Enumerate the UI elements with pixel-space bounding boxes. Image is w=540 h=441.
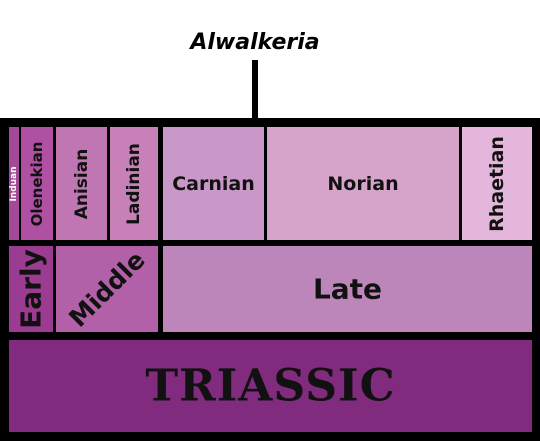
- age-rhaetian: Rhaetian: [462, 127, 532, 240]
- epoch-middle-label: Middle: [63, 246, 151, 332]
- age-carnian: Carnian: [163, 127, 264, 240]
- epoch-early: Early: [9, 246, 53, 332]
- period-triassic-label: TRIASSIC: [145, 360, 396, 412]
- age-induan: Induan: [9, 127, 19, 240]
- age-olenekian: Olenekian: [21, 127, 53, 240]
- age-anisian: Anisian: [56, 127, 107, 240]
- age-anisian-label: Anisian: [71, 148, 92, 219]
- epoch-early-label: Early: [14, 249, 48, 329]
- epoch-late-label: Late: [312, 272, 383, 306]
- taxon-marker-line: [252, 60, 258, 120]
- age-rhaetian-label: Rhaetian: [486, 135, 508, 232]
- age-ladinian-label: Ladinian: [124, 142, 144, 225]
- period-triassic: TRIASSIC: [9, 340, 532, 432]
- epoch-late: Late: [163, 246, 532, 332]
- age-olenekian-label: Olenekian: [28, 141, 46, 226]
- age-ladinian: Ladinian: [110, 127, 158, 240]
- age-norian: Norian: [267, 127, 459, 240]
- age-carnian-label: Carnian: [172, 172, 255, 195]
- taxon-name: Alwalkeria: [190, 30, 320, 55]
- age-induan-label: Induan: [9, 165, 19, 202]
- age-norian-label: Norian: [327, 172, 399, 195]
- epoch-middle: Middle: [56, 246, 158, 332]
